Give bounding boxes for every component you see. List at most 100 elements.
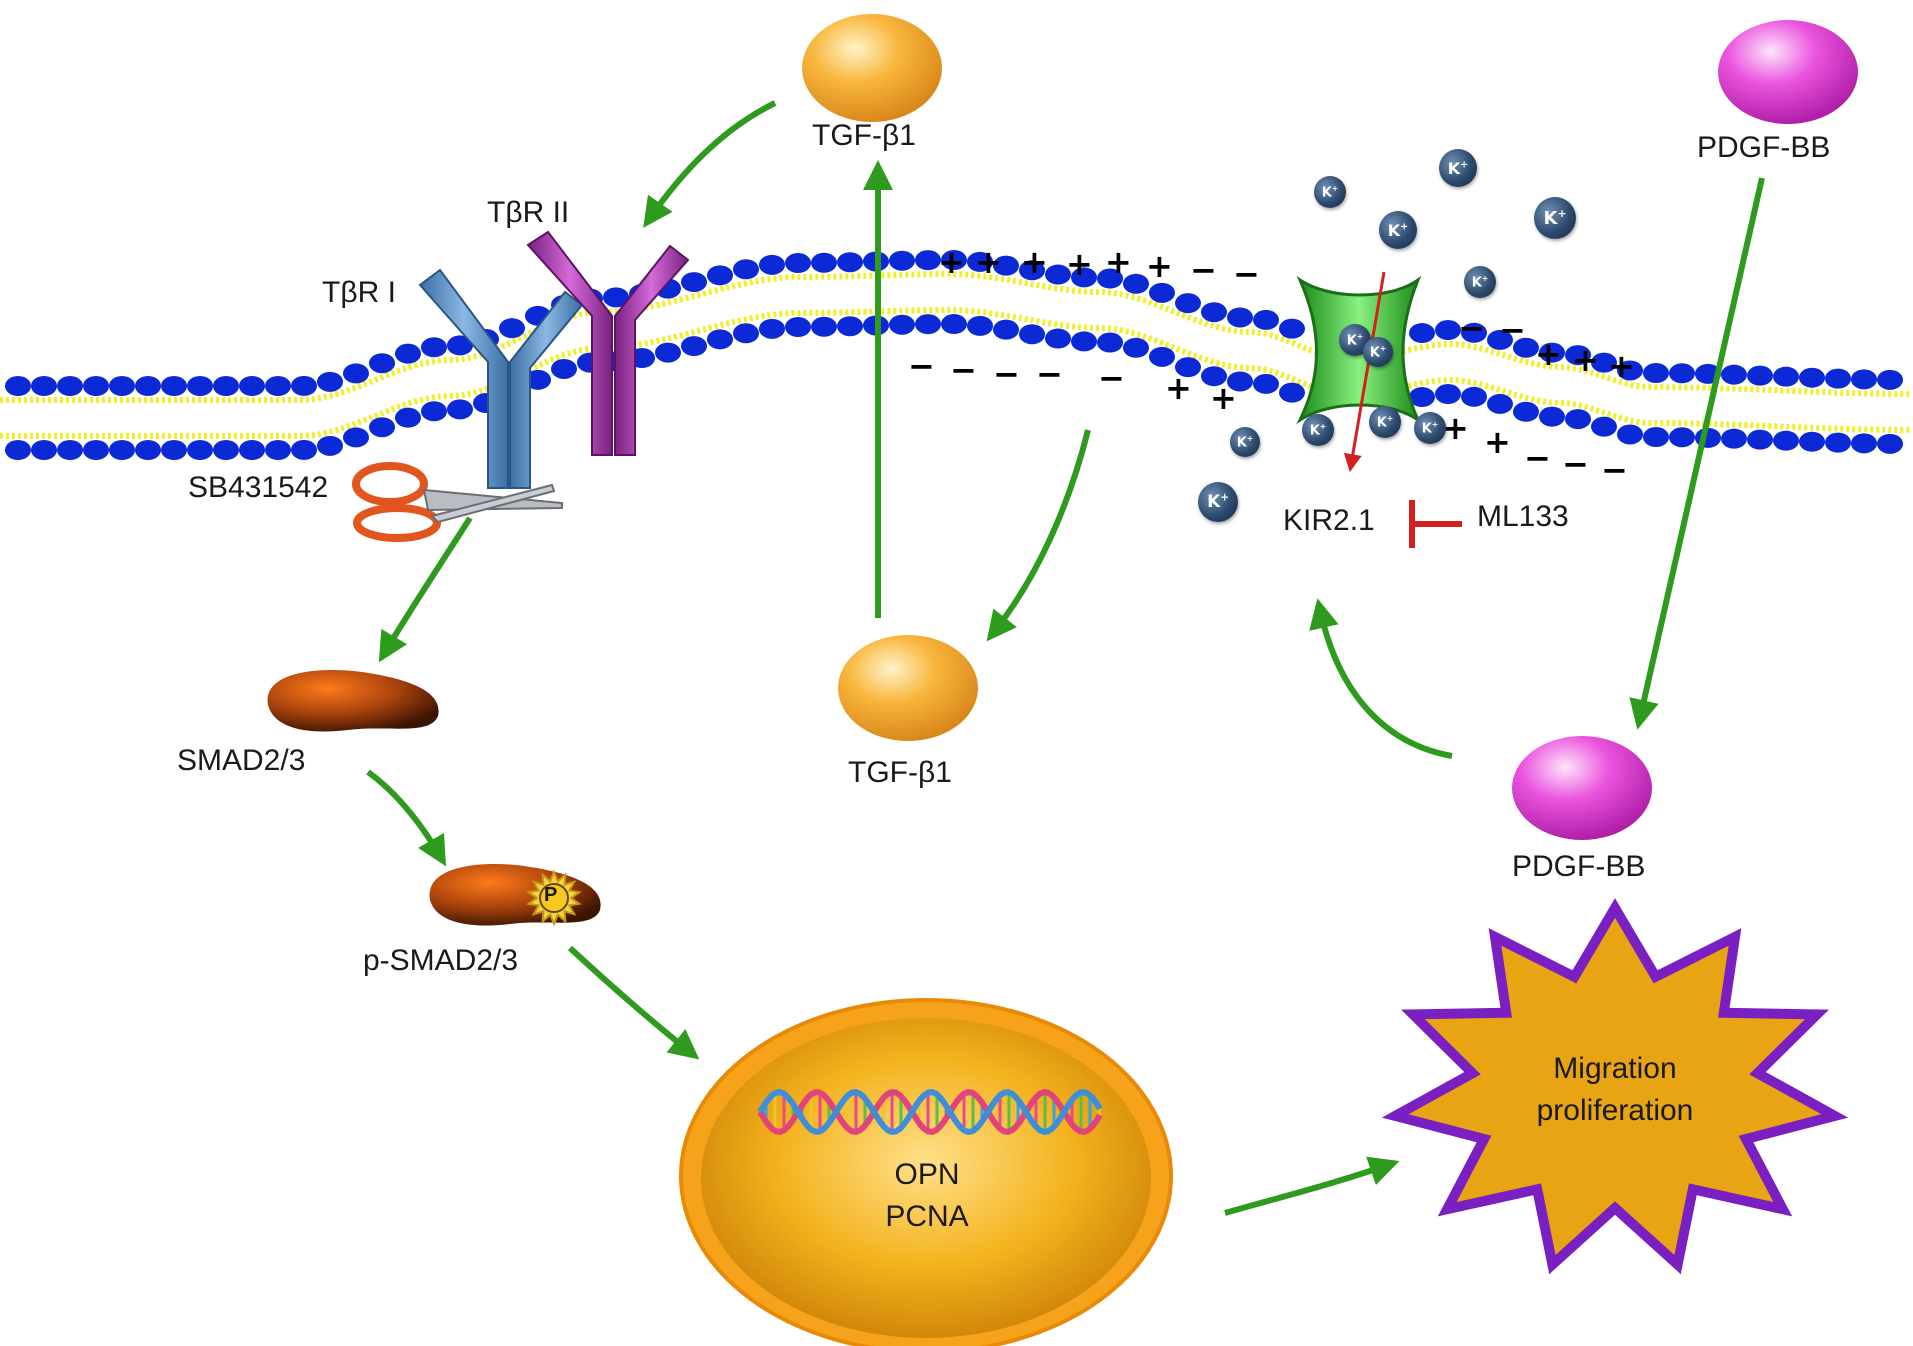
- outcome-proliferation: proliferation: [1536, 1094, 1694, 1127]
- lipid-head: [1175, 293, 1201, 314]
- cell-membrane: [0, 250, 1913, 460]
- dna-strand: [757, 1089, 1103, 1135]
- phosphate-icon: [526, 869, 582, 927]
- lipid-head: [941, 250, 967, 271]
- lipid-head: [889, 250, 915, 271]
- lipid-head: [1461, 322, 1487, 343]
- potassium-ion-icon: K+: [1439, 149, 1477, 187]
- positive-charge: +: [1146, 247, 1173, 285]
- arrow-membrane-to-tgf: [986, 429, 1091, 642]
- lipid-head: [239, 376, 265, 396]
- arrow-pdgf-to-kir: [1309, 598, 1453, 759]
- tgf-beta1-label-bottom: TGF-β1: [848, 756, 952, 789]
- lipid-head: [57, 440, 83, 460]
- dna-strand: [757, 1089, 1103, 1135]
- arrow-nucleus-to-outcome: [1224, 1156, 1400, 1216]
- p-smad-label: p-SMAD2/3: [363, 944, 519, 977]
- lipid-head: [1201, 366, 1227, 387]
- arrow-psmad-to-nucleus: [567, 945, 700, 1060]
- lipid-head: [1877, 369, 1903, 390]
- lipid-head: [837, 252, 863, 273]
- lipid-head: [681, 336, 707, 357]
- lipid-head: [1045, 328, 1071, 349]
- lipid-head: [967, 315, 993, 336]
- outcome-migration: Migration: [1553, 1052, 1677, 1085]
- lipid-head: [1773, 430, 1799, 451]
- positive-charge: +: [938, 243, 965, 281]
- positive-charge: +: [1484, 423, 1511, 461]
- positive-charge: +: [1572, 341, 1599, 379]
- lipid-head: [291, 439, 317, 460]
- lipid-head: [1851, 433, 1877, 454]
- lipid-head: [1747, 429, 1773, 450]
- lipid-head: [317, 371, 343, 392]
- lipid-head: [681, 272, 707, 293]
- lipid-head: [31, 376, 57, 396]
- smad-label: SMAD2/3: [177, 744, 306, 777]
- arrow-receptor-to-smad: [378, 516, 473, 663]
- lipid-head: [1643, 427, 1669, 448]
- smad-protein: [267, 669, 439, 732]
- lipid-head: [1097, 268, 1123, 289]
- lipid-head: [135, 440, 161, 460]
- nucleus-gene-opn: OPN: [894, 1158, 960, 1191]
- lipid-head: [1071, 267, 1097, 288]
- lipid-tails: [0, 307, 1913, 439]
- positive-charge: +: [1535, 335, 1562, 373]
- lipid-head: [1591, 352, 1617, 373]
- lipid-head: [1747, 365, 1773, 386]
- negative-charge: −: [993, 355, 1020, 393]
- lipid-head: [1045, 264, 1071, 285]
- negative-charge: −: [1190, 251, 1217, 289]
- tgf-beta1-label-top: TGF-β1: [812, 119, 916, 152]
- nucleus-gene-pcna: PCNA: [885, 1200, 969, 1233]
- potassium-ion-icon: K+: [1414, 412, 1446, 444]
- lipid-head: [967, 251, 993, 272]
- potassium-ion-icon: K+: [1534, 197, 1576, 239]
- lipid-head: [1513, 337, 1539, 358]
- pdgf-bb-ligand-bottom: [1512, 736, 1652, 840]
- lipid-head: [1799, 367, 1825, 388]
- lipid-head: [1097, 332, 1123, 353]
- lipid-head: [1799, 431, 1825, 452]
- lipid-head: [1539, 342, 1565, 363]
- negative-charge: −: [1458, 309, 1485, 347]
- potassium-ion-icon: K+: [1302, 414, 1334, 446]
- lipid-head: [5, 440, 31, 460]
- positive-charge: +: [1608, 347, 1635, 385]
- lipid-head: [551, 358, 577, 379]
- lipid-head: [915, 314, 941, 335]
- lipid-head: [5, 376, 31, 396]
- arrow-smad-to-psmad: [366, 769, 446, 867]
- lipid-head: [1539, 406, 1565, 427]
- lipid-head: [213, 376, 239, 396]
- receptor-type-ii: [526, 230, 690, 456]
- lipid-head: [1721, 364, 1747, 385]
- lipid-head: [1773, 366, 1799, 387]
- lipid-head: [421, 337, 447, 358]
- potassium-ion-icon: K+: [1369, 406, 1401, 438]
- lipid-head: [1123, 337, 1149, 358]
- tbr-i-label: TβR I: [322, 276, 396, 309]
- outcome-starburst: [1381, 898, 1849, 1275]
- arrow-tgf-to-receptor: [643, 100, 777, 228]
- lipid-head: [915, 250, 941, 271]
- lipid-head: [395, 343, 421, 364]
- lipid-head: [837, 316, 863, 337]
- lipid-head: [1019, 324, 1045, 345]
- dna-helix-icon: [757, 1089, 1103, 1135]
- lipid-head: [499, 318, 525, 339]
- negative-charge: −: [1233, 255, 1260, 293]
- negative-charge: −: [908, 347, 935, 385]
- lipid-head: [1617, 360, 1643, 381]
- lipid-head: [161, 376, 187, 396]
- lipid-head: [109, 440, 135, 460]
- lipid-head: [1591, 416, 1617, 437]
- lipid-head: [447, 335, 473, 356]
- lipid-head: [733, 259, 759, 280]
- lipid-head: [187, 440, 213, 460]
- lipid-head: [135, 376, 161, 396]
- lipid-head: [1669, 363, 1695, 384]
- lipid-head: [941, 314, 967, 335]
